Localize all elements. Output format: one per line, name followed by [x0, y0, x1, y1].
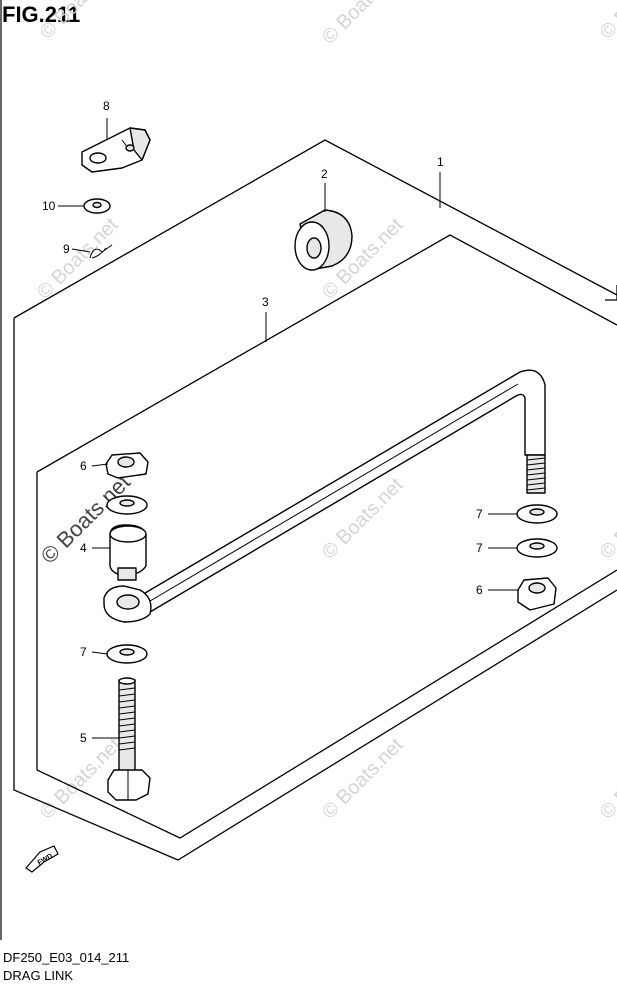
- callout-number: 3: [262, 295, 269, 309]
- figure-code: DF250_E03_014_211: [3, 950, 130, 965]
- callout-number: 1: [437, 155, 444, 169]
- figure-name: DRAG LINK: [3, 968, 74, 983]
- callout-number: 8: [103, 99, 110, 113]
- watermark-text: © Boats.net: [36, 0, 126, 44]
- callout-number: 7: [476, 541, 483, 555]
- watermark-text: © Boats.net: [596, 734, 617, 824]
- callout-number: 2: [321, 167, 328, 181]
- assembly-frame-inner: [36, 234, 617, 473]
- assembly-frame-outer: [13, 318, 617, 861]
- part-nut-6-left: [105, 452, 149, 479]
- part-nut-6-right: [517, 577, 557, 611]
- callout-number: 10: [42, 199, 56, 213]
- part-washer-7-c: [516, 504, 558, 524]
- part-bushing-2: [294, 209, 353, 271]
- callout-number: 7: [476, 507, 483, 521]
- watermark-text: © Boats.net: [596, 474, 617, 564]
- watermark-text: © Boats.net: [33, 214, 123, 304]
- part-washer-10: [83, 198, 111, 214]
- callout-number: 9: [63, 242, 70, 256]
- callout-number: 5: [80, 731, 87, 745]
- fwd-arrow-icon: FWD: [25, 845, 59, 873]
- figure-title: FIG.211: [2, 2, 81, 27]
- callouts: 1 2 3 4 5 6 6 7 7 7 8 9 10: [42, 99, 483, 745]
- leader-lines: [58, 118, 518, 739]
- assembly-frame-outer: [13, 139, 617, 319]
- part-washer-7-d: [516, 538, 558, 558]
- part-drag-link-3: [103, 369, 546, 623]
- callout-number: 7: [80, 645, 87, 659]
- part-collar-4: [109, 524, 147, 581]
- watermark-text: © Boats.net: [318, 0, 408, 49]
- part-cotter-pin-9: [89, 244, 113, 259]
- watermark-text: © Boats.net: [596, 0, 617, 44]
- watermark-text: © Boats.net: [318, 734, 408, 824]
- part-bracket-8: [81, 127, 151, 173]
- callout-number: 4: [80, 541, 87, 555]
- callout-number: 6: [80, 459, 87, 473]
- callout-number: 6: [476, 583, 483, 597]
- assembly-frame-outer: [605, 285, 617, 301]
- part-bolt-5: [107, 677, 151, 801]
- part-washer-7-a: [106, 495, 148, 515]
- assembly-frame-inner: [36, 472, 617, 839]
- part-washer-7-b: [106, 644, 148, 664]
